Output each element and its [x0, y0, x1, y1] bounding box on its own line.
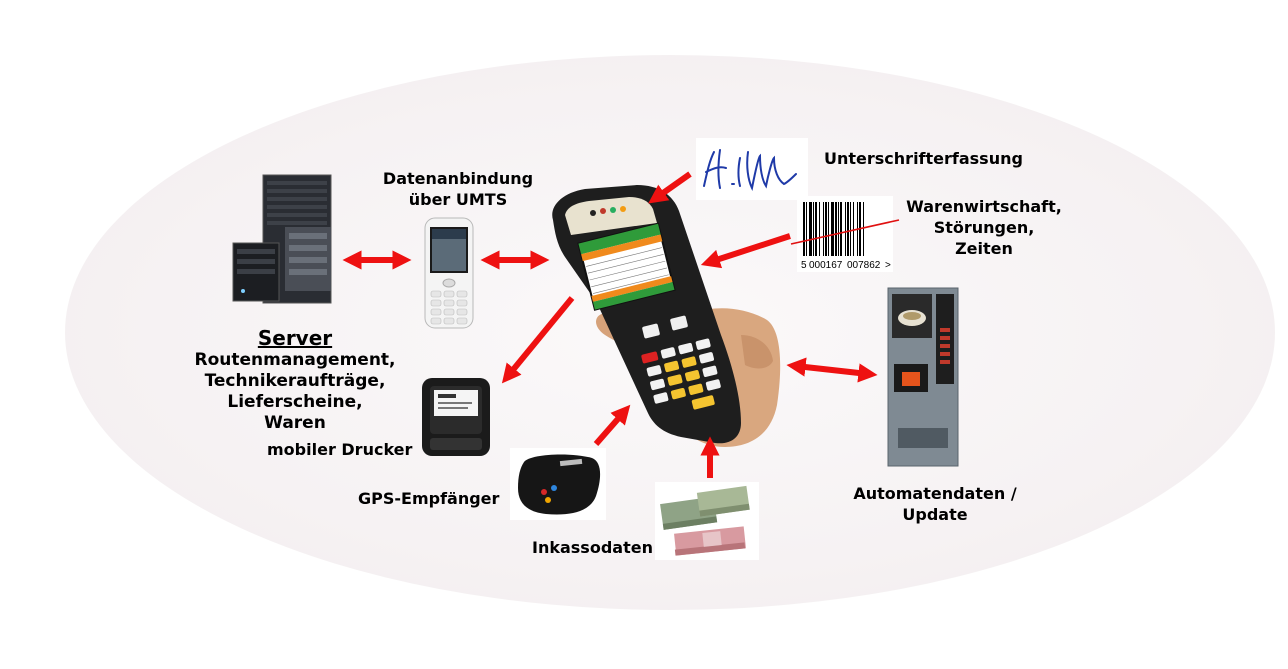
- signature-label: Unterschrifterfassung: [824, 149, 1023, 168]
- arrow-gps-device: [593, 404, 631, 446]
- arrow-device-printer: [501, 296, 575, 384]
- inventory-line-1: Warenwirtschaft,: [906, 197, 1062, 216]
- signature-image: [696, 138, 808, 200]
- server-label: Server Routenmanagement, Technikeraufträ…: [190, 326, 400, 434]
- barcode-bar: [815, 202, 817, 256]
- connection-line-2: über UMTS: [408, 190, 508, 209]
- arrow-signature-device: [648, 171, 692, 204]
- arrow-barcode-device: [700, 233, 791, 269]
- barcode-bar: [831, 202, 834, 256]
- vending-label: Automatendaten / Update: [830, 483, 1040, 525]
- barcode-bar: [806, 202, 807, 256]
- vending-machine-icon: [887, 287, 959, 467]
- server-rack-icon: [232, 174, 332, 304]
- barcode-bar: [845, 202, 846, 256]
- server-line-2: Technikeraufträge,: [204, 371, 386, 391]
- inventory-label: Warenwirtschaft, Störungen, Zeiten: [896, 196, 1072, 259]
- barcode-bar: [823, 202, 824, 256]
- inventory-line-3: Zeiten: [955, 239, 1013, 258]
- barcode-bar: [835, 202, 837, 256]
- connection-label: Datenanbindung über UMTS: [368, 168, 548, 210]
- barcode-bar: [850, 202, 851, 256]
- cash-label: Inkassodaten: [532, 538, 653, 557]
- barcode-bar: [863, 202, 864, 256]
- barcode-bar: [847, 202, 849, 256]
- barcode-digits-mid: 000167: [809, 260, 843, 271]
- server-line-3: Lieferscheine,: [227, 392, 363, 412]
- barcode-bar: [825, 202, 827, 256]
- gps-receiver-icon: [510, 448, 606, 520]
- barcode-bar: [853, 202, 854, 256]
- barcode-bar: [828, 202, 829, 256]
- barcode-digit-first: 5: [801, 260, 807, 271]
- inventory-line-2: Störungen,: [933, 218, 1035, 237]
- barcode-bar: [803, 202, 805, 256]
- connection-line-1: Datenanbindung: [382, 169, 534, 188]
- mobile-printer-icon: [422, 378, 490, 456]
- barcode-bar: [809, 202, 812, 256]
- mobile-phone-icon: [424, 217, 474, 329]
- server-line-1: Routenmanagement,: [194, 350, 396, 370]
- server-title: Server: [257, 326, 333, 350]
- gps-label: GPS-Empfänger: [358, 489, 500, 508]
- barcode-digits-end: 007862: [847, 260, 881, 271]
- barcode-bar: [838, 202, 839, 256]
- barcode-bar: [819, 202, 820, 256]
- arrow-device-vending: [786, 357, 878, 383]
- barcode-bar: [840, 202, 842, 256]
- barcode-chevron: >: [885, 260, 891, 271]
- server-line-4: Waren: [264, 413, 326, 433]
- vending-line-2: Update: [902, 505, 968, 524]
- barcode-bar: [813, 202, 814, 256]
- printer-label: mobiler Drucker: [267, 440, 413, 459]
- vending-line-1: Automatendaten /: [853, 484, 1017, 503]
- barcode-image: 5 000167 007862 >: [790, 196, 900, 272]
- cash-money-image: [655, 482, 759, 560]
- handheld-terminal-image: [552, 185, 781, 447]
